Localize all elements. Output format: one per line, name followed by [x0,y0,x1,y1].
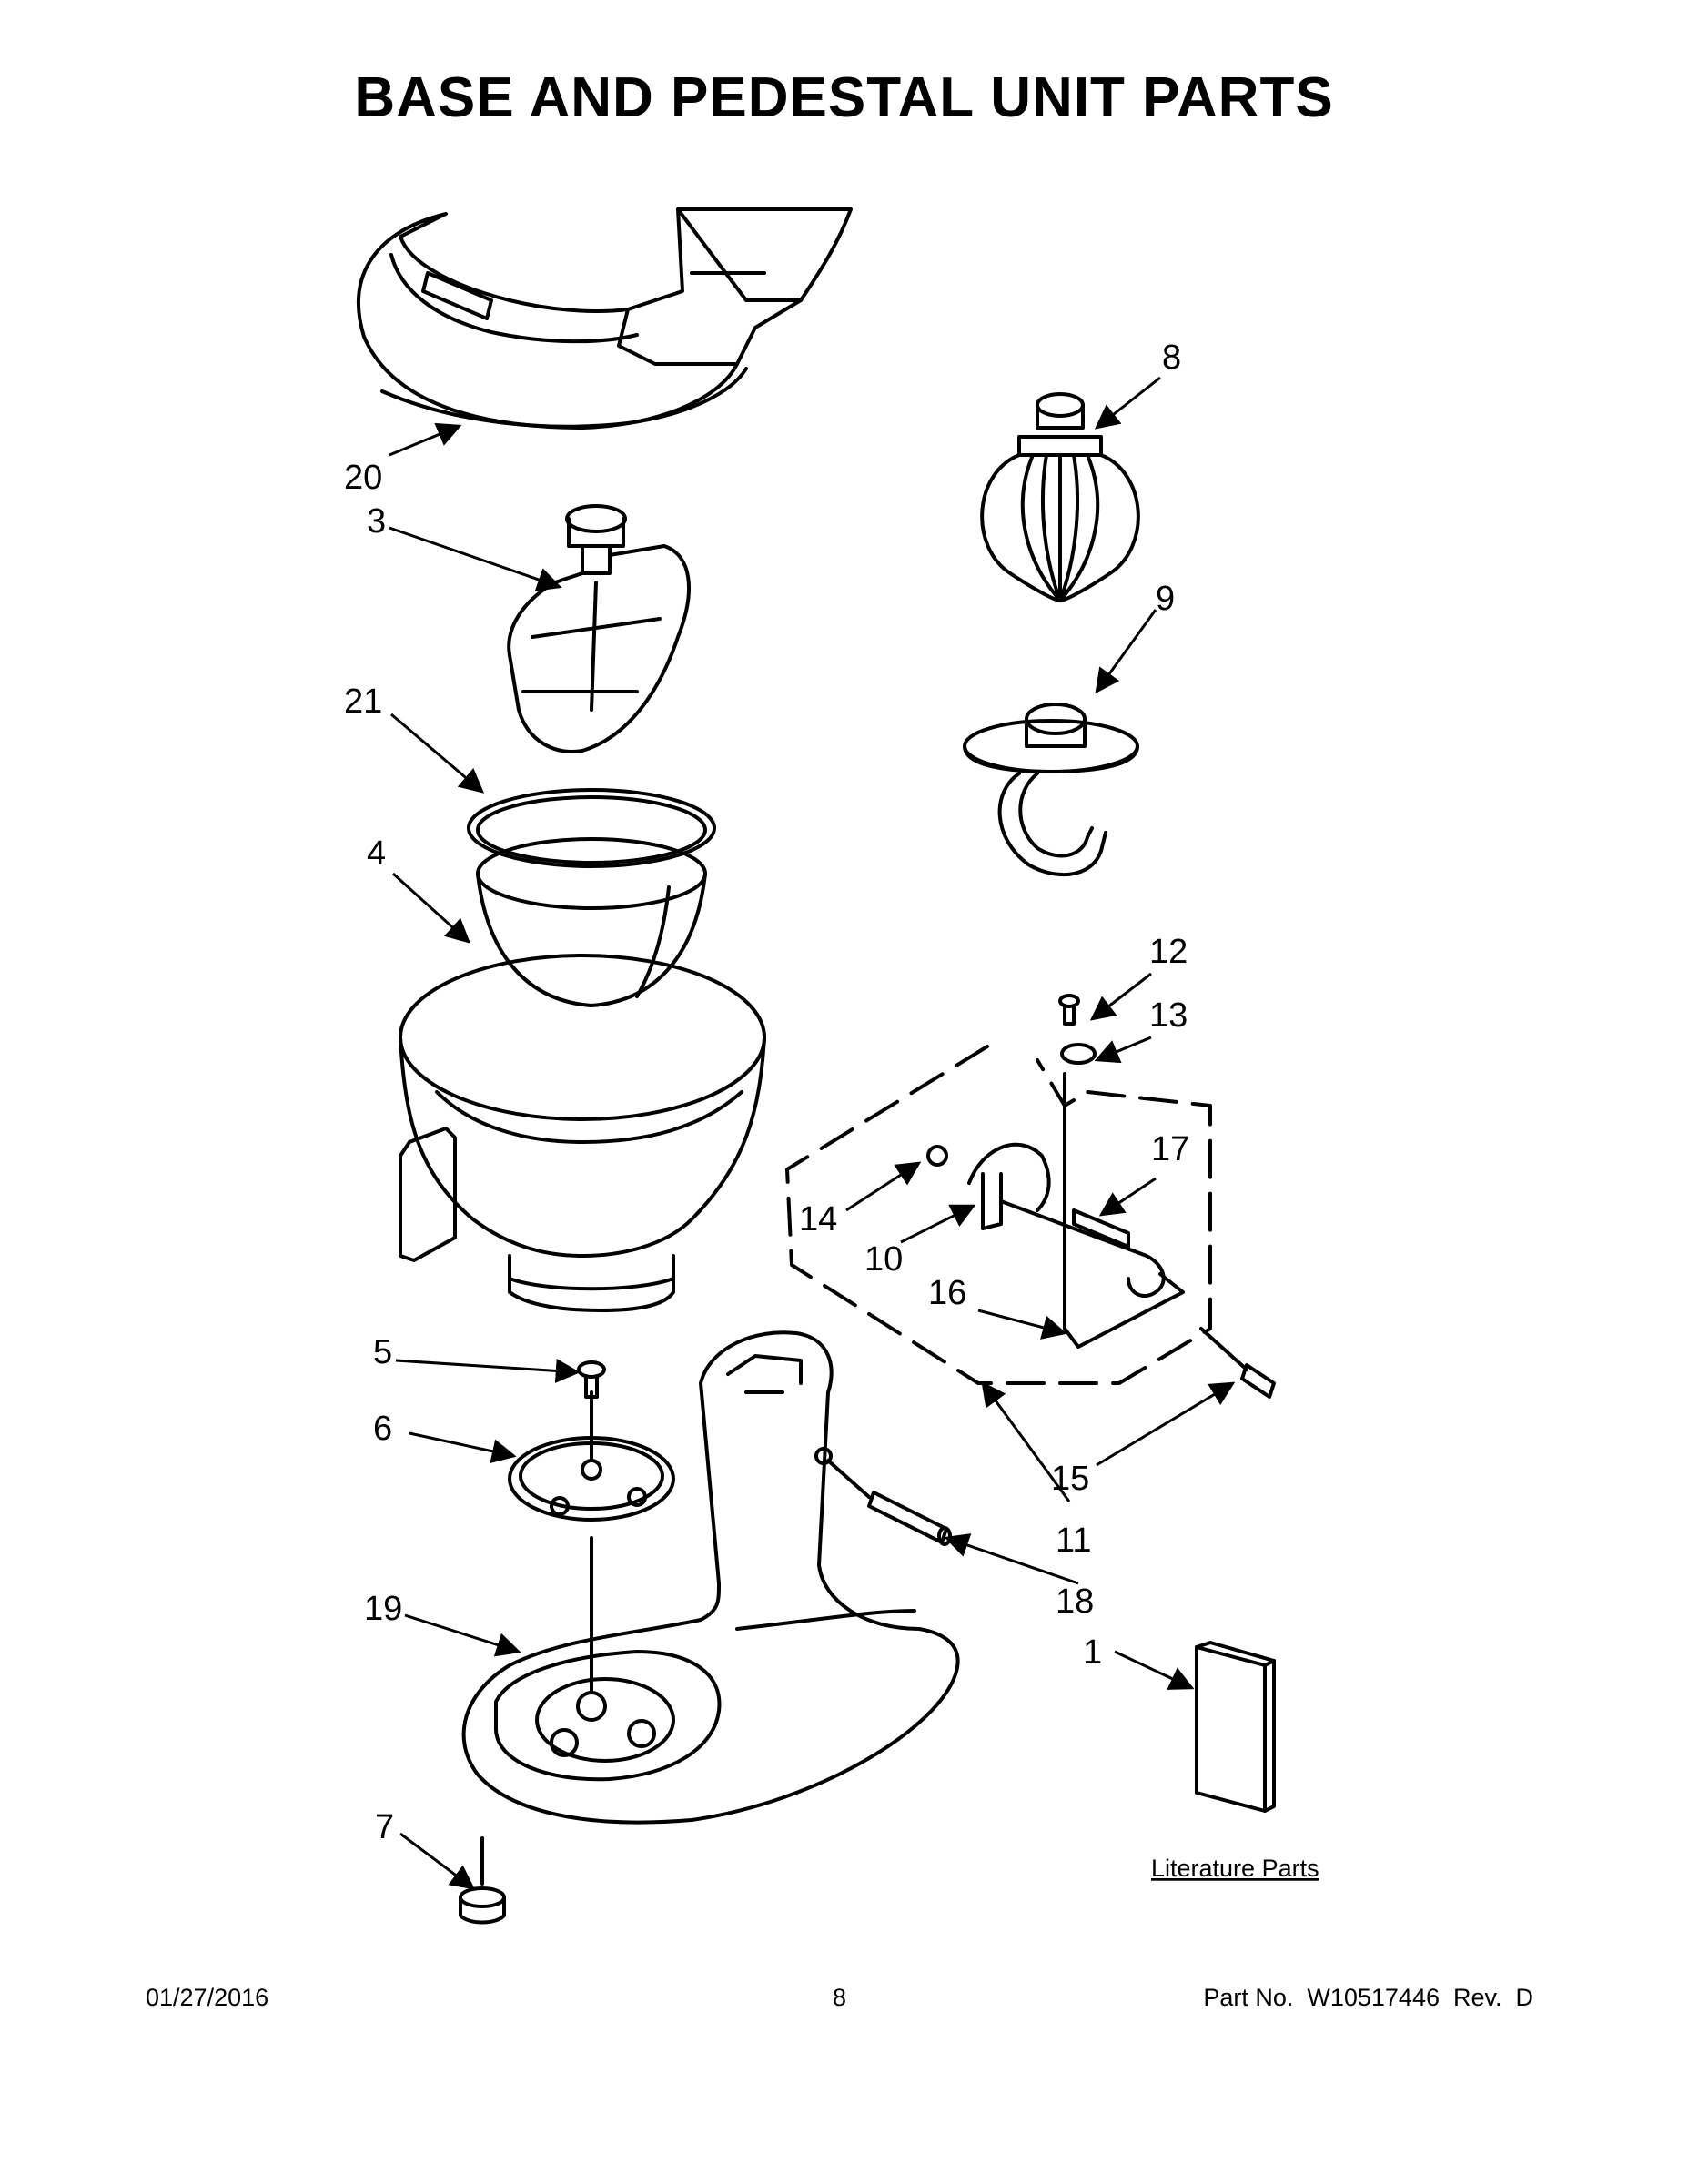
screw-and-washer-part [1058,994,1097,1065]
literature-parts-label: Literature Parts [1151,1855,1319,1882]
callout-6: 6 [373,1410,392,1448]
callout-18: 18 [1056,1582,1094,1621]
callout-13: 13 [1149,996,1188,1035]
callout-17: 17 [1151,1130,1189,1168]
callout-9: 9 [1156,580,1175,618]
wire-whip-part [980,392,1140,602]
dough-hook-part [963,703,1139,877]
leader-arrows [389,376,1236,1890]
flat-beater-part [507,504,691,753]
page-title: BASE AND PEDESTAL UNIT PARTS [354,66,1334,129]
callout-7: 7 [375,1808,394,1846]
callout-20: 20 [344,459,382,497]
literature-booklet-part [1195,1641,1276,1813]
callout-11: 11 [1056,1522,1091,1560]
small-bowl-part [476,837,707,1007]
bowl-clamp-hardware-part [926,1072,1276,1399]
callout-1: 1 [1083,1633,1102,1672]
pedestal-base-part [461,1330,960,1825]
hinge-pin-part [826,1459,952,1546]
footer-date: 01/27/2016 [146,1984,269,2011]
footer-part-number: Part No. W10517446 Rev. D [1203,1984,1533,2011]
clamp-plate-part [508,1390,675,1694]
bowl-clamp-group-outline [785,1045,1212,1385]
callout-19: 19 [364,1590,402,1628]
callout-8: 8 [1162,339,1181,377]
callout-5: 5 [373,1333,392,1371]
callout-labels: 20 3 21 4 8 9 12 13 17 14 10 16 15 11 18… [344,339,1319,1882]
callout-15: 15 [1051,1460,1089,1498]
callout-14: 14 [799,1200,837,1239]
foot-part [459,1836,506,1925]
mixing-bowl-part [399,954,766,1312]
bowl-gasket-part [467,788,716,868]
callout-21: 21 [344,682,382,721]
callout-12: 12 [1149,933,1188,971]
callout-3: 3 [367,502,386,541]
callout-10: 10 [864,1240,903,1279]
footer-page-number: 8 [833,1984,847,2011]
pouring-shield-part [357,207,853,430]
callout-4: 4 [367,834,386,873]
callout-16: 16 [928,1274,966,1312]
